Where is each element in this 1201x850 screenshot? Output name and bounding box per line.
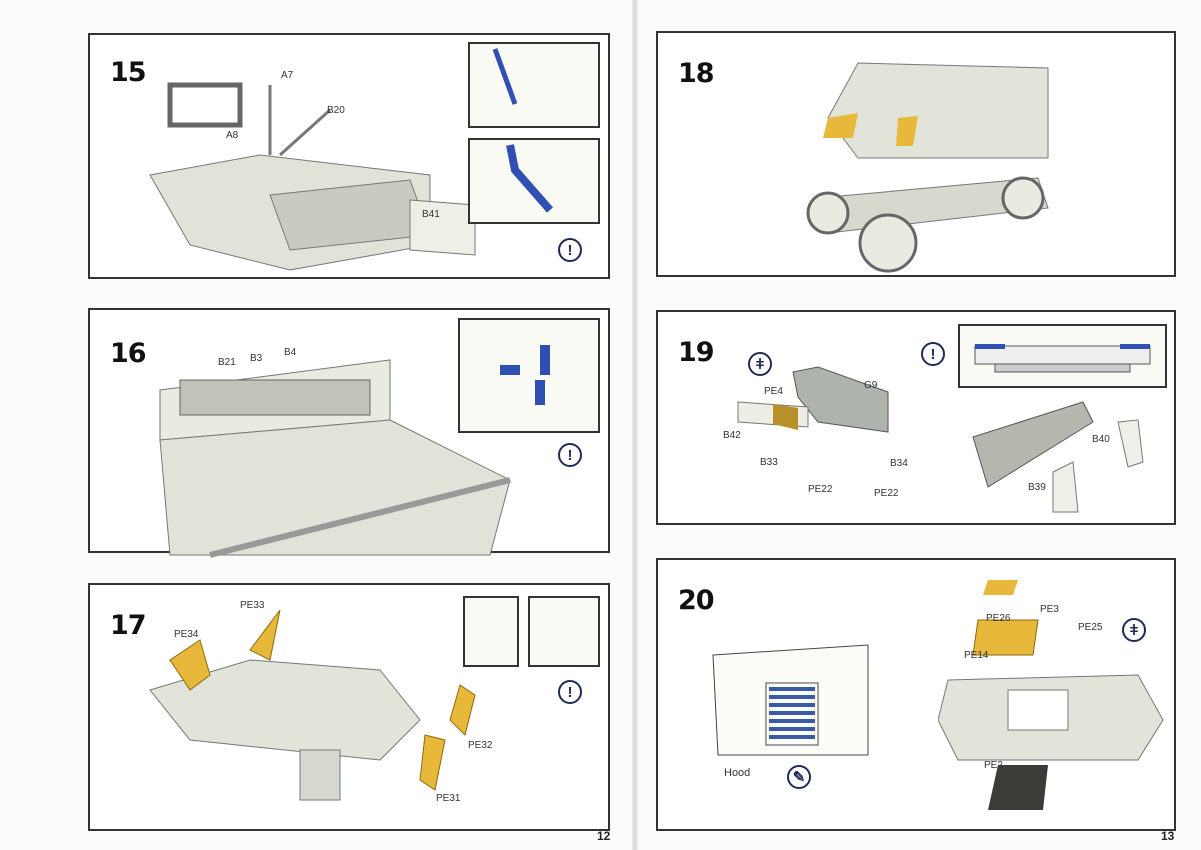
step-number: 17 (110, 610, 147, 641)
part-label: Hood (724, 767, 751, 779)
part-label: PE2 (984, 760, 1003, 771)
rear-body-illustration (149, 609, 476, 801)
part-label: B20 (327, 105, 345, 116)
step-17-panel: 17 PE33 PE34 PE32 PE31 ! (88, 583, 610, 831)
part-label: B21 (218, 357, 236, 368)
detail-inset (528, 596, 600, 667)
step-number: 18 (678, 58, 715, 89)
step-number: 19 (678, 337, 715, 368)
part-label: B40 (1092, 434, 1110, 445)
step-number: 15 (110, 57, 147, 88)
step-16-panel: 16 B21 B3 B4 ! (88, 308, 610, 558)
part-label: B3 (250, 353, 263, 364)
part-label: A7 (281, 70, 294, 81)
attention-icon: ! (921, 342, 945, 366)
cab-interior-illustration (149, 82, 476, 271)
part-label: B34 (890, 458, 908, 469)
part-label: B39 (1028, 482, 1046, 493)
part-label: PE14 (964, 650, 989, 661)
part-label: B33 (760, 457, 778, 468)
part-label: PE22 (874, 488, 899, 499)
part-label: G9 (864, 380, 878, 391)
dashboard-illustration (159, 359, 511, 558)
step-number: 20 (678, 585, 715, 616)
page-number: 13 (1161, 829, 1175, 843)
detail-inset (458, 318, 600, 433)
part-label: A8 (226, 130, 239, 141)
cut-tool-icon: ✎ (787, 765, 811, 789)
part-label: PE34 (174, 629, 199, 640)
tool-icon: ǂ (748, 352, 772, 376)
part-label: B42 (723, 430, 741, 441)
attention-icon: ! (558, 443, 582, 467)
attention-icon: ! (558, 680, 582, 704)
hood-illustration (712, 644, 869, 756)
grille-illustration (737, 366, 1144, 513)
tool-icon: ǂ (1122, 618, 1146, 642)
detail-inset (468, 138, 600, 224)
part-label: B4 (284, 347, 297, 358)
step-15-panel: 15 A7 B20 A8 B41 ! (88, 33, 610, 279)
body-on-chassis-illustration (806, 62, 1049, 273)
step-18-panel: 18 (656, 31, 1176, 277)
attention-icon: ! (558, 238, 582, 262)
page-fold (632, 0, 638, 850)
part-label: PE25 (1078, 622, 1103, 633)
page-number: 12 (597, 829, 611, 843)
detail-inset (958, 324, 1167, 388)
part-label: PE26 (986, 613, 1011, 624)
part-label: PE22 (808, 484, 833, 495)
step-19-panel: 19 ǂ PE4 G9 B42 B33 B34 PE22 PE22 B40 B3… (656, 310, 1176, 525)
part-label: PE33 (240, 600, 265, 611)
step-number: 16 (110, 338, 147, 369)
detail-inset (463, 596, 519, 667)
part-label: PE32 (468, 740, 493, 751)
part-label: PE3 (1040, 604, 1059, 615)
part-label: PE4 (764, 386, 783, 397)
step-20-panel: 20 Hood ✎ PE3 PE26 PE25 PE14 PE2 ǂ (656, 558, 1176, 831)
detail-inset (468, 42, 600, 128)
hood-vent-illustration (938, 580, 1164, 810)
part-label: PE31 (436, 793, 461, 804)
part-label: B41 (422, 209, 440, 220)
